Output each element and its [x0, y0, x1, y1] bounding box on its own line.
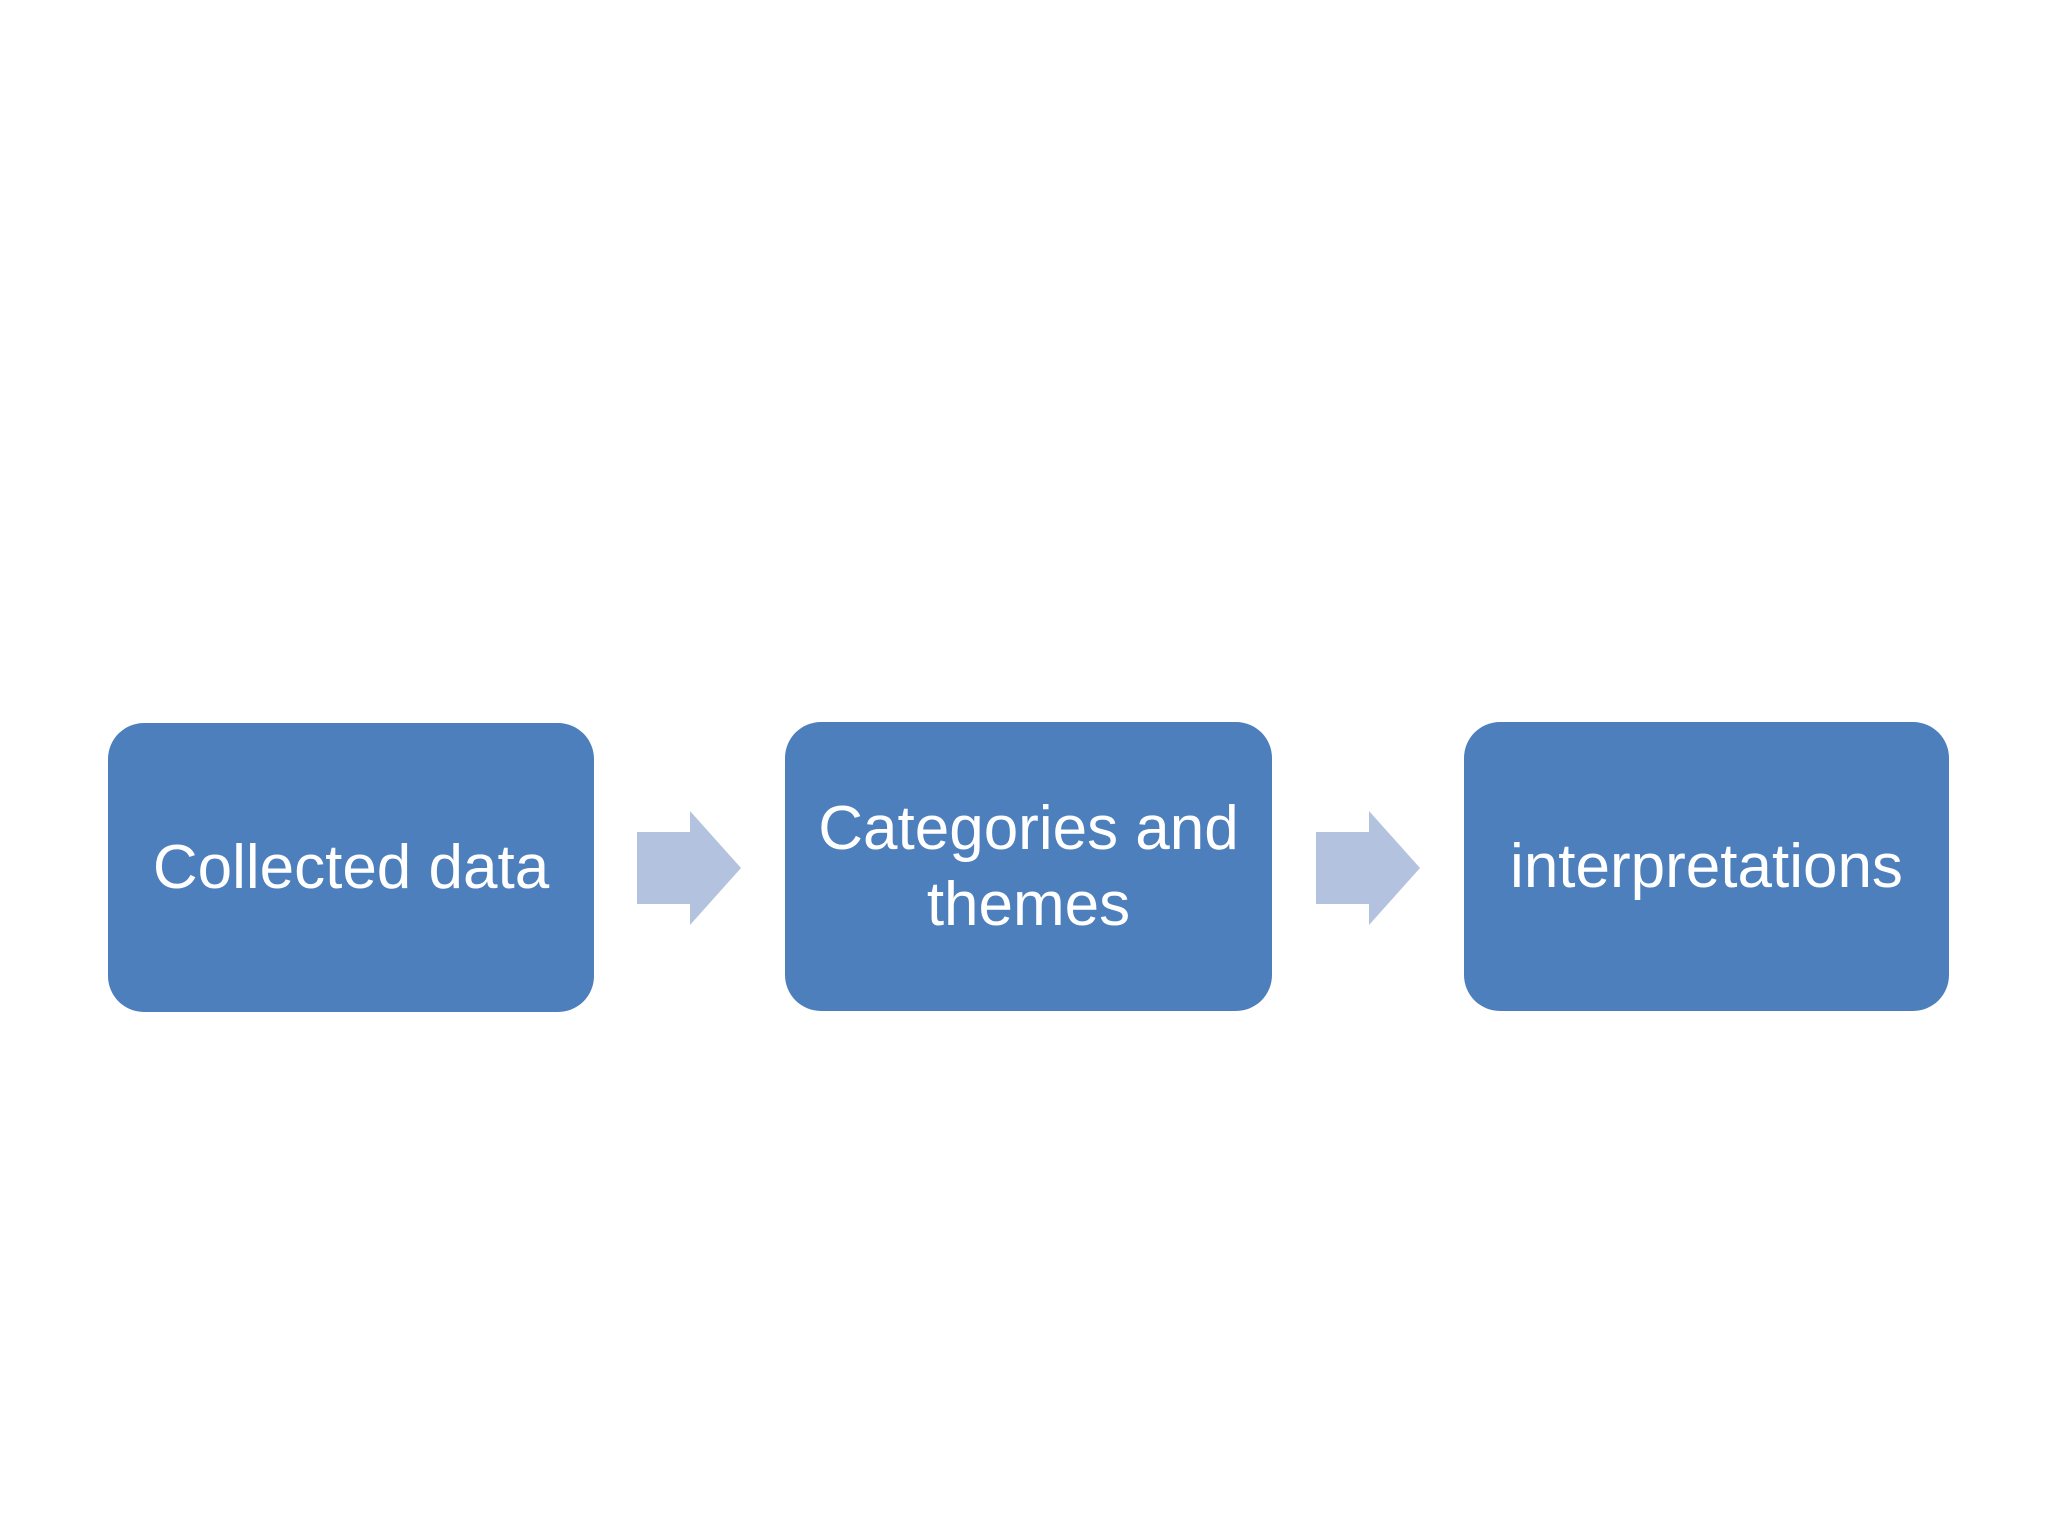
- right-block-arrow-icon: [637, 811, 741, 925]
- flow-node-label: Categories and themes: [818, 793, 1239, 939]
- flow-node-interpretations: interpretations: [1464, 722, 1949, 1011]
- right-block-arrow-icon: [1316, 811, 1420, 925]
- flow-node-label: Collected data: [152, 832, 550, 902]
- right-block-arrow-shape: [1316, 811, 1420, 925]
- right-block-arrow-shape: [637, 811, 741, 925]
- flow-node-collected-data: Collected data: [108, 723, 594, 1012]
- flow-node-categories-and-themes: Categories and themes: [785, 722, 1272, 1011]
- flow-node-label: interpretations: [1510, 831, 1903, 901]
